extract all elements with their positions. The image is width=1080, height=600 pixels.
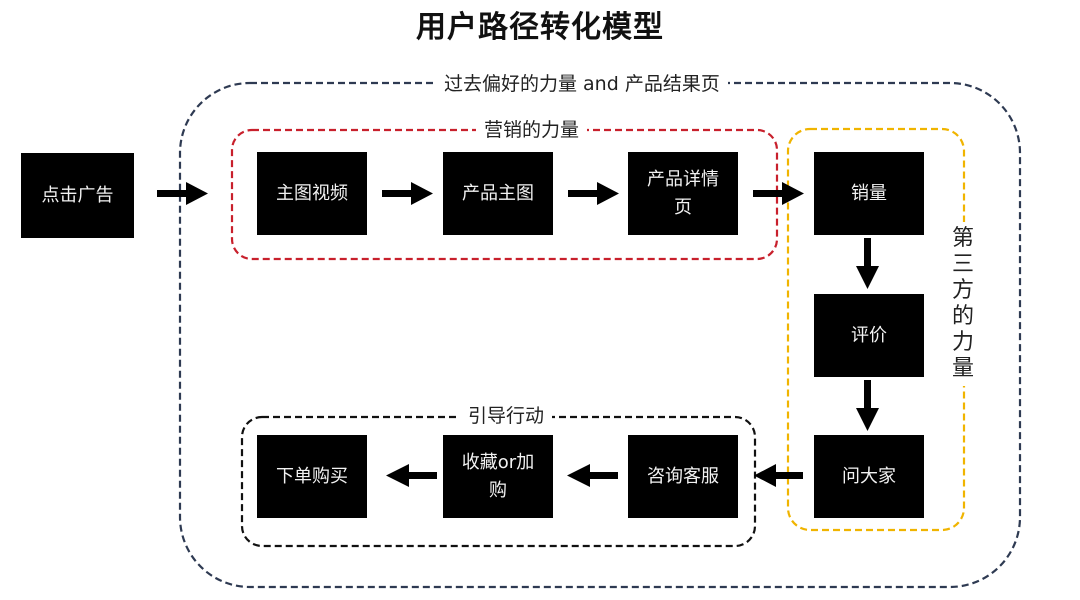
node-favorite-or-cart[interactable]: 收藏or加购 <box>443 435 553 518</box>
arrow-left-icon <box>386 464 437 487</box>
outer-group-frame <box>178 81 1022 589</box>
node-ask-everyone[interactable]: 问大家 <box>814 435 924 518</box>
node-main-video[interactable]: 主图视频 <box>257 152 367 235</box>
arrow-left-icon <box>754 464 803 487</box>
node-reviews[interactable]: 评价 <box>814 294 924 377</box>
arrow-left-icon <box>567 464 618 487</box>
arrow-right-icon <box>753 182 804 205</box>
arrow-down-icon <box>856 238 879 289</box>
diagram-title: 用户路径转化模型 <box>416 10 664 45</box>
node-product-detail[interactable]: 产品详情页 <box>628 152 738 235</box>
node-place-order[interactable]: 下单购买 <box>257 435 367 518</box>
arrow-down-icon <box>856 380 879 431</box>
third-party-group-label: 第三方的力量 <box>950 222 976 386</box>
node-product-main-image[interactable]: 产品主图 <box>443 152 553 235</box>
arrow-right-icon <box>157 182 208 205</box>
node-sales[interactable]: 销量 <box>814 152 924 235</box>
arrow-right-icon <box>382 182 433 205</box>
outer-group-label: 过去偏好的力量 and 产品结果页 <box>436 72 728 96</box>
guide-group-label: 引导行动 <box>460 404 553 428</box>
node-customer-service[interactable]: 咨询客服 <box>628 435 738 518</box>
arrow-right-icon <box>568 182 619 205</box>
marketing-group-frame <box>230 128 779 261</box>
node-click-ad[interactable]: 点击广告 <box>21 153 134 238</box>
marketing-group-label: 营销的力量 <box>476 118 588 142</box>
